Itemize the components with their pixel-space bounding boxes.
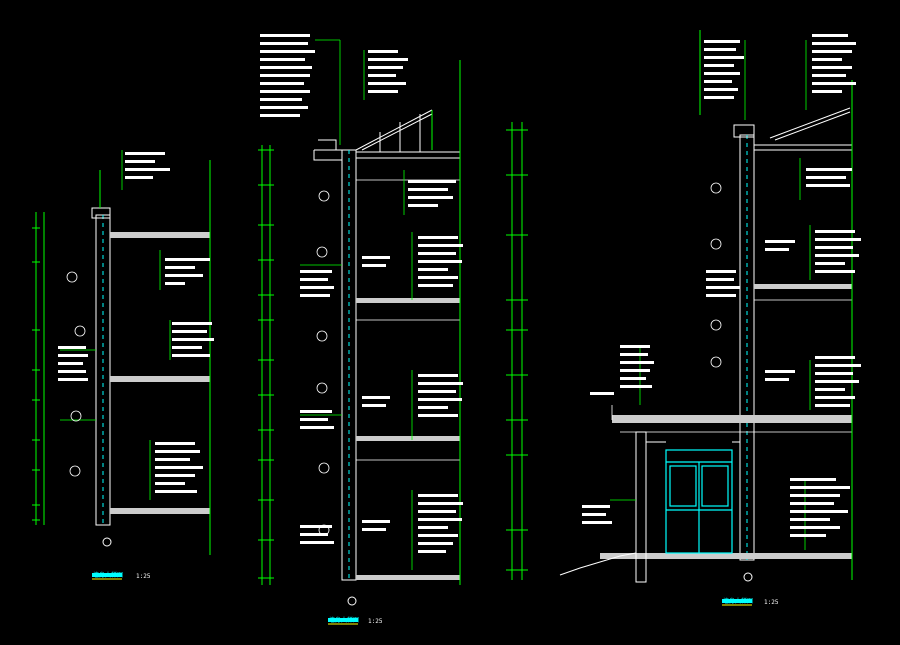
section-title-2-text: 墙身大样图	[329, 616, 359, 624]
roof-2	[355, 109, 460, 159]
dimension-chain-3	[506, 30, 701, 580]
note-text-2	[300, 180, 463, 553]
section-title-3-text: 墙身大样图	[723, 597, 753, 605]
section-title-1: 墙身大样图 1:25	[92, 571, 151, 580]
axis-bubble-1	[102, 537, 112, 547]
slab-lines-2	[356, 179, 460, 461]
annotation-lines-1	[60, 150, 171, 500]
wall-section-1: 墙身大样图 1:25	[32, 150, 214, 580]
wall-body-2	[313, 139, 357, 581]
roof-3	[754, 107, 852, 151]
detail-callouts-1	[66, 271, 86, 477]
axis-bubble-2	[347, 596, 357, 606]
note-text-1	[58, 152, 214, 493]
slab-lines-3	[611, 299, 852, 433]
section-title-2: 墙身大样图 1:25	[328, 616, 383, 625]
wall-body-1	[91, 170, 111, 526]
section-scale-1: 1:25	[136, 573, 151, 580]
wall-body-3	[733, 124, 755, 561]
dimension-chain-2	[258, 145, 274, 585]
dimension-chain-1	[32, 212, 45, 525]
annotation-lines-2	[300, 39, 413, 570]
roof-notes-3	[704, 34, 856, 99]
section-title-3: 墙身大样图 1:25	[722, 597, 779, 606]
roof-notes-2	[260, 34, 408, 117]
entrance-door	[665, 449, 733, 554]
floor-slabs-1	[110, 232, 210, 514]
detail-callouts-3	[710, 182, 722, 368]
note-text-3	[582, 168, 861, 537]
section-title-1-text: 墙身大样图	[93, 571, 123, 579]
detail-callouts-2	[316, 190, 330, 536]
ground-floor-walls-3	[559, 431, 740, 583]
floor-slabs-2	[356, 298, 460, 580]
floor-slabs-3	[600, 284, 852, 559]
axis-bubble-3	[743, 572, 753, 582]
wall-section-2: 墙身大样图 1:25	[258, 34, 463, 625]
section-scale-3: 1:25	[764, 599, 779, 606]
section-scale-2: 1:25	[368, 618, 383, 625]
annotation-lines-3	[610, 40, 811, 550]
wall-section-3: 墙身大样图 1:25	[506, 30, 861, 606]
